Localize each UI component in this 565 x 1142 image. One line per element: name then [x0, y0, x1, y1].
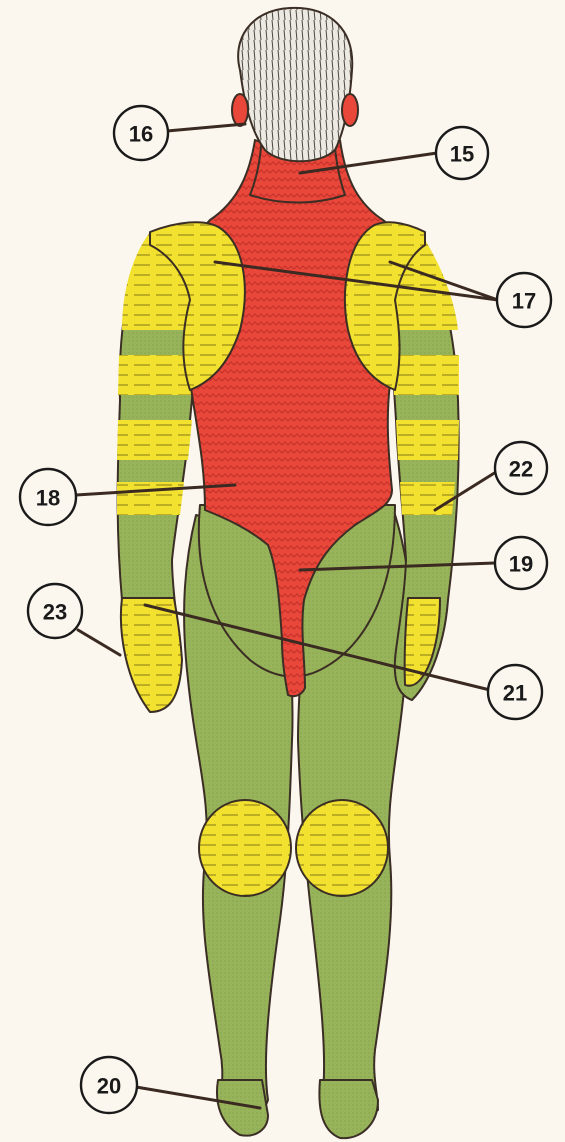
callout-19: 19 [495, 537, 547, 589]
right-ear [342, 94, 358, 126]
body-figure [117, 8, 459, 1138]
right-arm-band-3 [400, 482, 455, 515]
callout-21: 21 [488, 665, 542, 719]
leader-16 [167, 124, 245, 131]
callout-22-label: 22 [509, 457, 533, 482]
callout-15: 15 [436, 127, 488, 179]
callout-15-label: 15 [450, 142, 474, 167]
right-arm-band-1 [392, 355, 459, 395]
left-ear [232, 94, 248, 126]
callout-20-label: 20 [97, 1074, 121, 1099]
head-hair [238, 8, 352, 161]
right-foot [319, 1080, 378, 1138]
callout-16-label: 16 [129, 122, 153, 147]
left-hand-zone [121, 598, 182, 712]
callout-16: 16 [114, 106, 168, 160]
callout-18-label: 18 [36, 486, 60, 511]
callout-17-label: 17 [512, 289, 536, 314]
callout-17: 17 [497, 273, 551, 327]
callout-18: 18 [20, 469, 76, 525]
callout-20: 20 [81, 1057, 137, 1113]
callout-19-label: 19 [509, 552, 533, 577]
leader-23 [78, 630, 120, 655]
left-knee-zone [199, 800, 291, 896]
callout-23-label: 23 [43, 600, 67, 625]
left-arm-band-3 [117, 482, 184, 515]
right-knee-zone [296, 800, 388, 896]
left-arm-band-2 [117, 420, 192, 460]
callout-22: 22 [495, 442, 547, 494]
callout-23: 23 [28, 584, 82, 638]
right-arm-band-2 [396, 420, 459, 460]
callout-21-label: 21 [503, 681, 527, 706]
